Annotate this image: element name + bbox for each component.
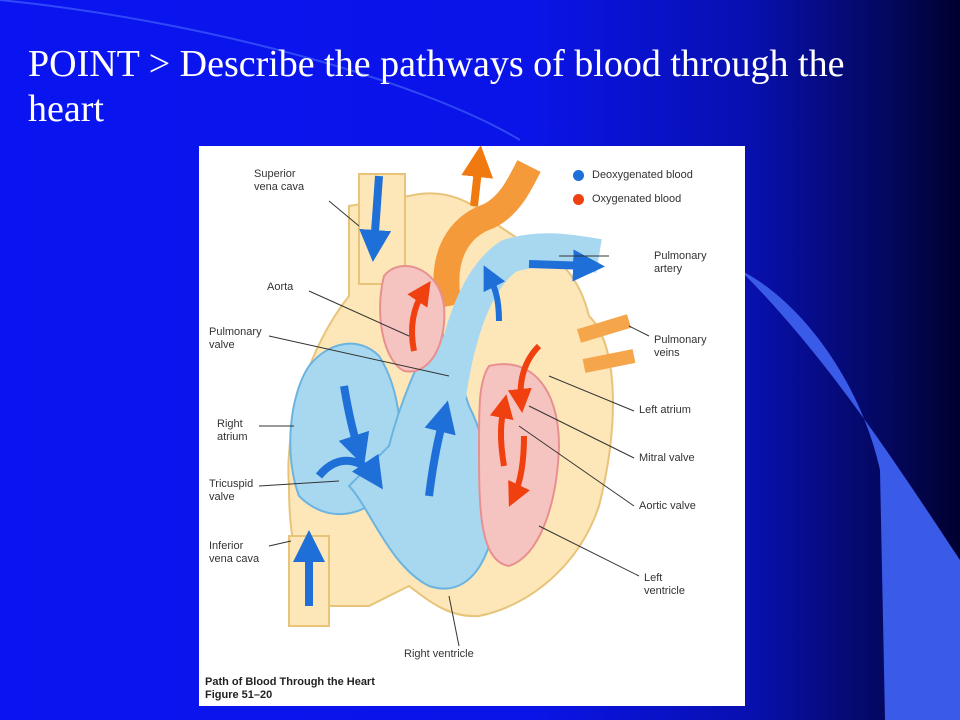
- pulmonary-veins-lower: [582, 349, 636, 373]
- label-inferior-vena-cava: Inferior vena cava: [209, 540, 260, 565]
- pulmonary-artery-vessel: [432, 233, 602, 399]
- tricuspid-flow-arrow: [315, 453, 383, 490]
- label-aortic-valve: Aortic valve: [639, 500, 696, 512]
- ventricle-red-arrow: [489, 394, 514, 467]
- ventricle-red-arrow-down: [508, 435, 530, 507]
- heart-illustration: [258, 146, 650, 647]
- label-left-atrium: Left atrium: [639, 404, 691, 416]
- label-superior-vena-cava: Superior vena cava: [254, 168, 305, 193]
- figure-caption: Path of Blood Through the Heart: [205, 676, 375, 688]
- svc-flow-arrow: [359, 175, 392, 262]
- label-mitral-valve: Mitral valve: [639, 452, 695, 464]
- accent-curve: [740, 270, 960, 720]
- atrium-red-arrow: [407, 281, 431, 352]
- label-right-ventricle: Right ventricle: [404, 648, 474, 660]
- label-tricuspid-valve: Tricuspid valve: [209, 478, 254, 503]
- legend-oxygenated-label: Oxygenated blood: [592, 193, 682, 205]
- label-pulmonary-valve: Pulmonary valve: [209, 326, 262, 351]
- label-aorta: Aorta: [267, 281, 294, 293]
- mitral-red-arrow: [507, 343, 542, 413]
- pulmonary-flow-arrow: [528, 249, 605, 282]
- light-curve-line: [0, 0, 521, 141]
- aorta-flow-arrow: [461, 146, 494, 207]
- atrium-flow-arrow: [338, 385, 370, 467]
- label-pulmonary-veins: Pulmonary veins: [654, 334, 707, 359]
- legend-deoxygenated: Deoxygenated blood: [573, 156, 693, 182]
- label-right-atrium: Right atrium: [217, 418, 248, 443]
- label-pulmonary-artery: Pulmonary artery: [654, 250, 707, 275]
- aorta-arch: [433, 160, 541, 309]
- ventricle-flow-arrow: [424, 400, 456, 497]
- pulmonary-veins-upper: [576, 314, 632, 343]
- legend-deoxygenated-label: Deoxygenated blood: [592, 169, 693, 181]
- deoxygenated-swatch: [573, 169, 584, 181]
- figure-number: Figure 51–20: [205, 689, 273, 701]
- heart-diagram: Deoxygenated blood Oxygenated blood Supe…: [199, 146, 745, 706]
- slide-title: POINT > Describe the pathways of blood t…: [28, 43, 845, 130]
- oxygenated-swatch: [573, 193, 584, 205]
- label-left-ventricle: Left ventricle: [644, 572, 685, 597]
- legend-oxygenated: Oxygenated blood: [573, 180, 681, 206]
- leader-lines: [258, 200, 650, 647]
- pulmonary-split-arrow: [483, 265, 506, 322]
